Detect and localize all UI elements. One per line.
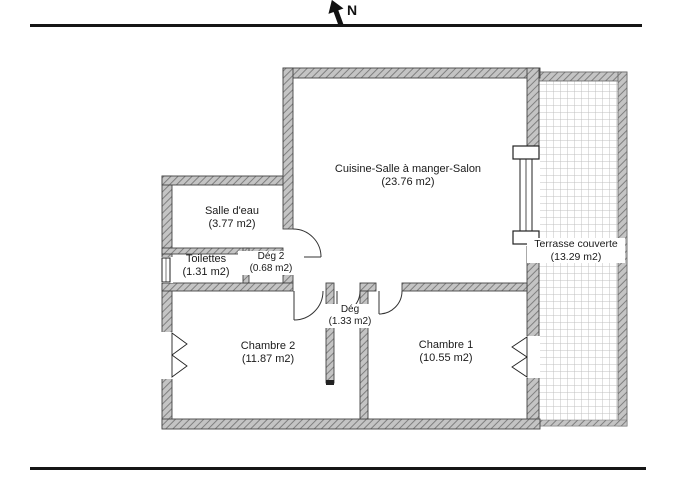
room-label-deg2: Dég 2 (0.68 m2): [238, 251, 304, 275]
chambre1-window-icon: [511, 336, 528, 378]
room-label-deg: Dég (1.33 m2): [322, 304, 378, 328]
room-label-salle-deau: Salle d'eau (3.77 m2): [182, 205, 282, 231]
room-area: (1.33 m2): [328, 316, 372, 327]
room-area: (3.77 m2): [208, 218, 256, 231]
scan-line-bottom: [30, 467, 646, 470]
north-arrow-icon: [328, 0, 344, 27]
room-area: (1.31 m2): [182, 266, 230, 279]
room-name: Chambre 2: [240, 340, 296, 352]
room-label-chambre2: Chambre 2 (11.87 m2): [218, 340, 318, 366]
north-label: N: [347, 2, 358, 18]
scan-line-top: [30, 24, 642, 27]
chambre2-window-icon: [171, 332, 188, 378]
room-area: (23.76 m2): [381, 176, 435, 189]
room-label-terrasse: Terrasse couverte (13.29 m2): [527, 238, 625, 264]
room-label-cuisine: Cuisine-Salle à manger-Salon (23.76 m2): [303, 163, 513, 189]
toilettes-window-icon: [161, 257, 171, 283]
door-swings: [292, 228, 403, 321]
room-name: Terrasse couverte: [534, 238, 618, 250]
wall-end-cap: [326, 380, 334, 385]
room-area: (0.68 m2): [249, 263, 293, 274]
room-label-chambre1: Chambre 1 (10.55 m2): [396, 339, 496, 365]
room-area: (10.55 m2): [419, 352, 473, 365]
room-name: Salle d'eau: [204, 205, 260, 217]
room-name: Dég 2: [257, 251, 285, 262]
french-window-icon: [512, 145, 540, 245]
room-name: Cuisine-Salle à manger-Salon: [334, 163, 482, 175]
room-name: Chambre 1: [418, 339, 474, 351]
room-area: (11.87 m2): [241, 353, 295, 366]
room-label-toilettes: Toilettes (1.31 m2): [164, 253, 248, 279]
room-name: Toilettes: [185, 253, 227, 265]
room-area: (13.29 m2): [550, 250, 602, 263]
room-name: Dég: [340, 304, 360, 315]
walls: [161, 67, 541, 430]
